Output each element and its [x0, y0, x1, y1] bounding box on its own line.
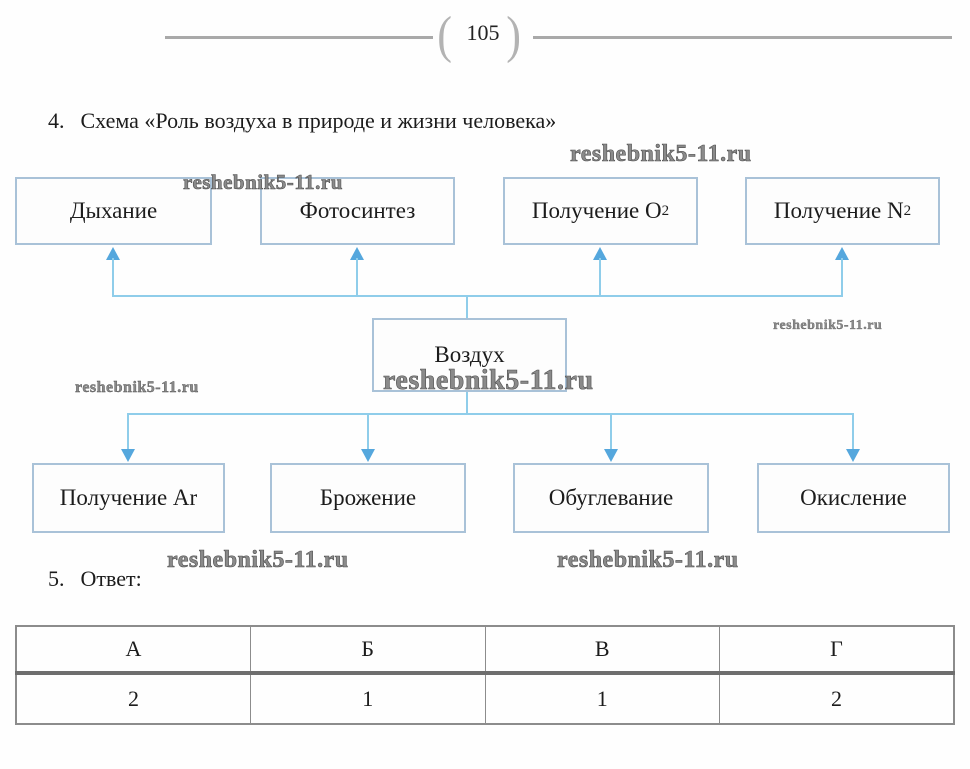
connector-line	[367, 415, 369, 450]
diagram-box-label: Брожение	[319, 485, 417, 510]
diagram-box-label: Фотосинтез	[299, 198, 416, 223]
connector-line	[841, 258, 843, 297]
arrow-up-icon	[106, 247, 120, 260]
answer-table-value-row: 2 1 1 2	[15, 672, 955, 725]
arrow-down-icon	[361, 449, 375, 462]
page-number-bracket-left: (	[437, 7, 453, 64]
answer-table-cell: 1	[484, 672, 720, 725]
connector-bus-top	[112, 295, 843, 297]
arrow-up-icon	[593, 247, 607, 260]
watermark: reshebnik5-11.ru	[570, 141, 752, 168]
arrow-down-icon	[846, 449, 860, 462]
watermark: reshebnik5-11.ru	[557, 547, 739, 574]
connector-line	[610, 415, 612, 450]
diagram-box-label: Обуглевание	[548, 485, 674, 510]
watermark: reshebnik5-11.ru	[383, 365, 594, 397]
connector-stem-bottom	[466, 392, 468, 415]
header-rule-right	[533, 36, 952, 39]
item5-heading: 5. Ответ:	[48, 566, 142, 592]
answer-table-cell: 1	[250, 672, 486, 725]
connector-line	[112, 258, 114, 297]
arrow-down-icon	[121, 449, 135, 462]
watermark: reshebnik5-11.ru	[183, 170, 343, 195]
watermark: reshebnik5-11.ru	[773, 318, 883, 333]
item4-title: Схема «Роль воздуха в природе и жизни че…	[80, 108, 557, 133]
answer-table-header: Г	[719, 625, 955, 675]
diagram-box-subscript: 2	[903, 202, 912, 219]
item5-label: Ответ:	[80, 566, 142, 591]
diagram-box-argon: Получение Ar	[32, 463, 225, 533]
item5-number: 5.	[48, 566, 65, 591]
diagram-box-fermentation: Брожение	[270, 463, 466, 533]
item4-heading: 4. Схема «Роль воздуха в природе и жизни…	[48, 108, 556, 134]
diagram-box-subscript: 2	[661, 202, 670, 219]
connector-line	[127, 415, 129, 450]
connector-line	[599, 258, 601, 297]
diagram-box-label: Дыхание	[69, 198, 158, 223]
diagram-box-oxidation: Окисление	[757, 463, 950, 533]
diagram-box-label: Получение O	[531, 198, 662, 223]
answer-table-header: Б	[250, 625, 486, 675]
answer-table-header: В	[484, 625, 720, 675]
arrow-down-icon	[604, 449, 618, 462]
page-number: 105	[466, 20, 500, 45]
arrow-up-icon	[350, 247, 364, 260]
diagram-box-photosynthesis: Фотосинтез	[260, 177, 455, 245]
arrow-up-icon	[835, 247, 849, 260]
diagram-box-breathing: Дыхание	[15, 177, 212, 245]
connector-bus-bottom	[127, 413, 854, 415]
connector-line	[852, 415, 854, 450]
watermark: reshebnik5-11.ru	[75, 379, 199, 396]
connector-stem-top	[466, 297, 468, 318]
connector-line	[356, 258, 358, 297]
header-rule-left	[165, 36, 433, 39]
answer-table-cell: 2	[15, 672, 251, 725]
answer-table: А Б В Г 2 1 1 2	[15, 625, 955, 725]
answer-table-cell: 2	[719, 672, 955, 725]
diagram-box-label: Получение Ar	[59, 485, 198, 510]
answer-table-header: А	[15, 625, 251, 675]
diagram-box-label: Получение N	[773, 198, 904, 223]
diagram-box-charring: Обуглевание	[513, 463, 709, 533]
item4-number: 4.	[48, 108, 65, 133]
page-number-bracket-right: )	[506, 7, 522, 64]
diagram-box-label: Воздух	[434, 342, 505, 367]
diagram-box-label: Окисление	[800, 485, 907, 510]
diagram-box-air: Воздух	[372, 318, 567, 392]
watermark: reshebnik5-11.ru	[167, 547, 349, 574]
answer-table-header-row: А Б В Г	[15, 625, 955, 675]
